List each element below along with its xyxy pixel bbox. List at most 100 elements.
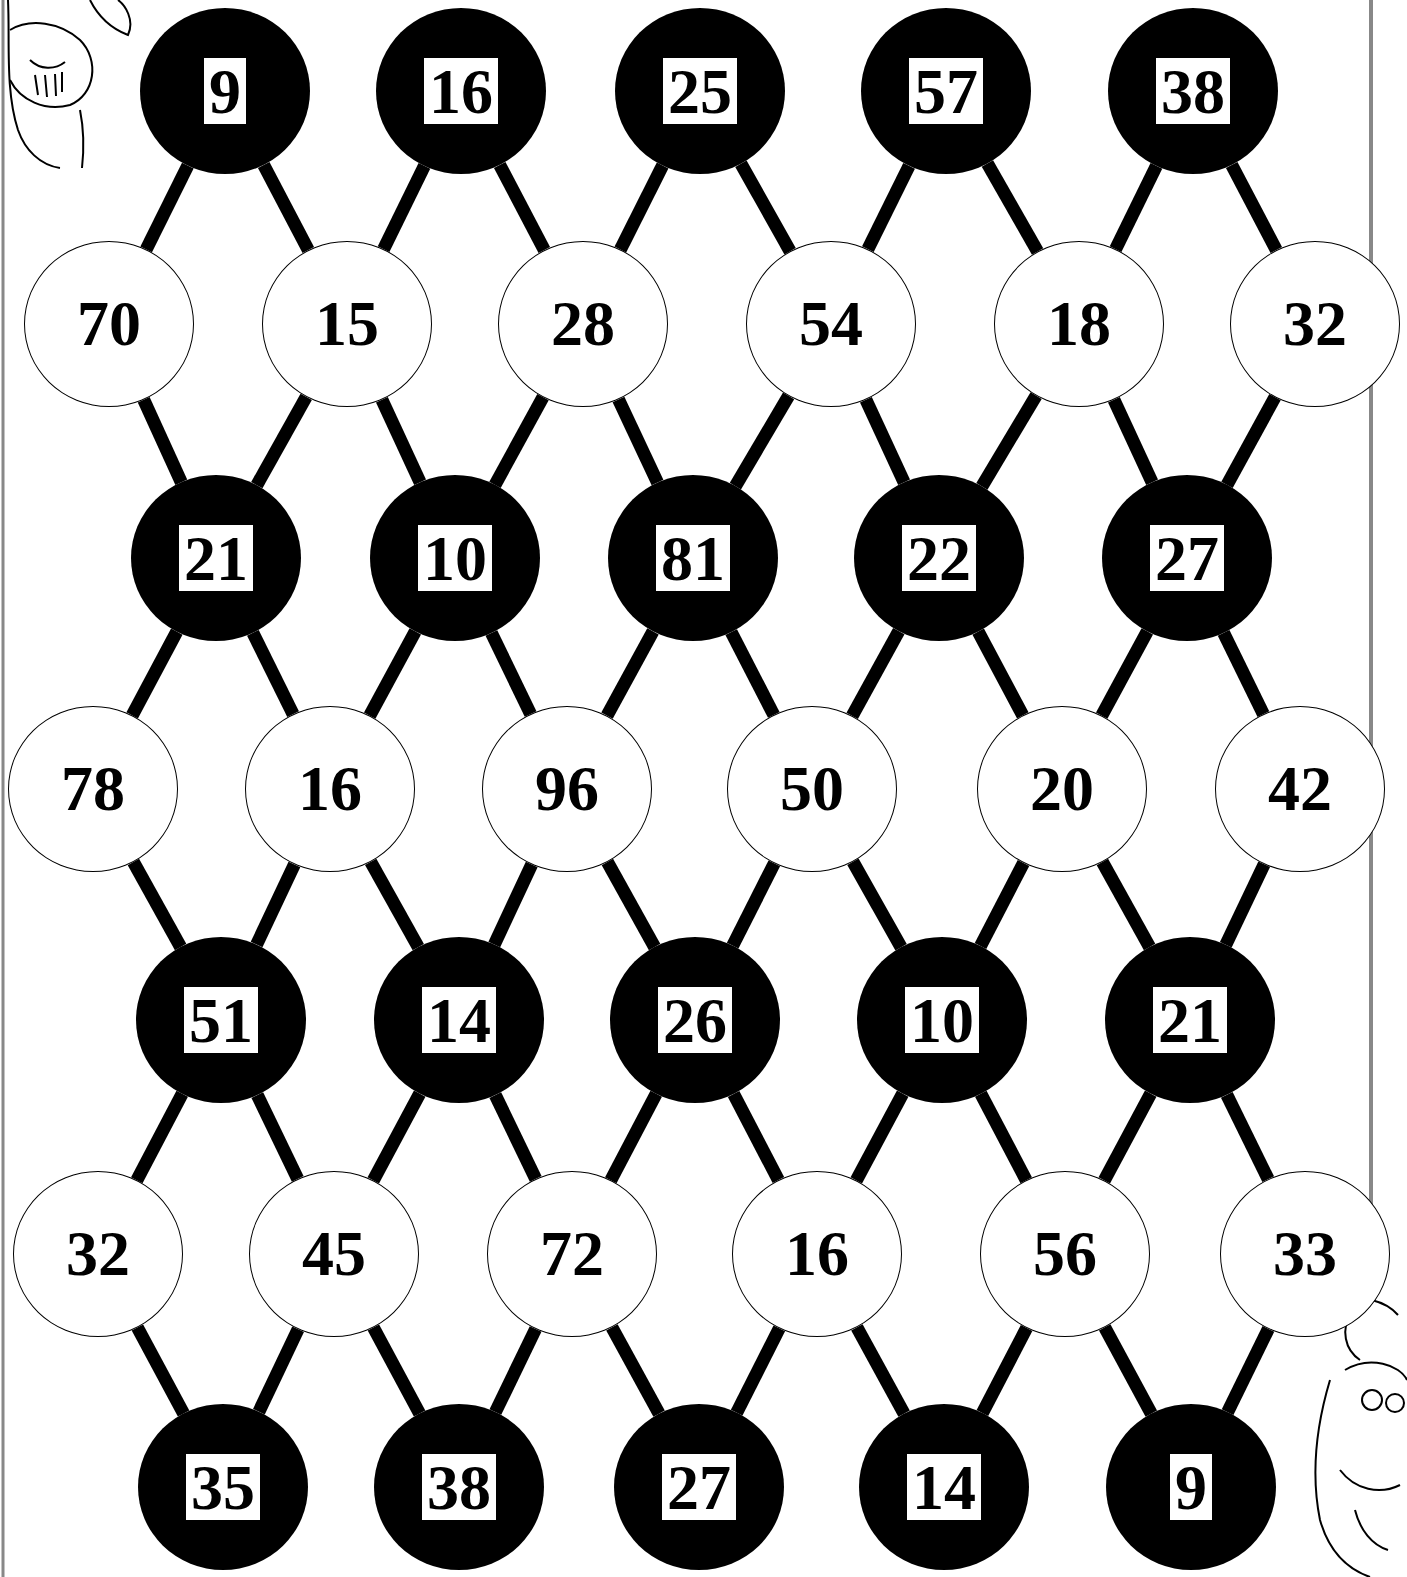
number-label: 9 (204, 58, 246, 124)
path-line (620, 166, 662, 250)
black-circle: 27 (614, 1404, 784, 1570)
number-label: 21 (1153, 987, 1227, 1053)
path-line (257, 1095, 297, 1179)
black-circle: 9 (1106, 1404, 1276, 1570)
number-label: 16 (298, 757, 362, 821)
black-circle: 14 (374, 937, 544, 1103)
white-circle: 50 (727, 706, 897, 872)
cow-illustration (8, 0, 130, 168)
path-line (1114, 400, 1152, 483)
path-line (132, 632, 177, 716)
white-circle: 33 (1220, 1171, 1390, 1337)
path-line (259, 1329, 298, 1411)
number-label: 28 (551, 292, 615, 356)
path-line (1227, 1095, 1268, 1179)
white-circle: 16 (245, 706, 415, 872)
path-line (868, 166, 909, 249)
black-circle: 10 (370, 475, 540, 641)
white-circle: 16 (732, 1171, 902, 1337)
path-line (607, 631, 653, 715)
number-label: 16 (785, 1222, 849, 1286)
black-circle: 21 (1105, 937, 1275, 1103)
path-line (257, 864, 295, 944)
number-label: 38 (1156, 58, 1230, 124)
number-label: 32 (1283, 292, 1347, 356)
number-label: 42 (1268, 757, 1332, 821)
path-line (733, 863, 775, 945)
path-line (987, 164, 1037, 252)
path-line (1102, 862, 1149, 947)
black-circle: 35 (138, 1404, 308, 1570)
path-line (1102, 631, 1148, 715)
number-label: 27 (1150, 525, 1224, 591)
path-line (133, 862, 180, 947)
number-label: 35 (186, 1454, 260, 1520)
path-line (137, 1328, 183, 1414)
number-label: 56 (1033, 1222, 1097, 1286)
number-label: 81 (656, 525, 730, 591)
black-circle: 81 (608, 475, 778, 641)
left-border (2, 0, 5, 1577)
white-circle: 45 (249, 1171, 419, 1337)
number-label: 33 (1273, 1222, 1337, 1286)
number-label: 27 (662, 1454, 736, 1520)
path-line (1232, 165, 1277, 250)
number-label: 51 (184, 987, 258, 1053)
black-circle: 14 (859, 1404, 1029, 1570)
path-line (741, 164, 790, 251)
path-line (981, 1094, 1026, 1180)
white-circle: 78 (8, 706, 178, 872)
white-circle: 18 (994, 241, 1164, 407)
path-line (856, 1094, 902, 1181)
number-label: 50 (780, 757, 844, 821)
number-label: 22 (902, 525, 976, 591)
white-circle: 70 (24, 241, 194, 407)
path-line (495, 1095, 535, 1179)
path-line (1105, 1327, 1152, 1413)
path-line (144, 400, 182, 482)
white-circle: 42 (1215, 706, 1385, 872)
path-line (612, 1327, 659, 1413)
black-circle: 25 (615, 8, 785, 174)
path-line (370, 631, 416, 715)
number-label: 57 (909, 58, 983, 124)
path-line (371, 862, 419, 947)
white-circle: 54 (746, 241, 916, 407)
path-line (253, 633, 293, 714)
number-label: 10 (905, 987, 979, 1053)
black-circle: 9 (140, 8, 310, 174)
white-circle: 72 (487, 1171, 657, 1337)
number-label: 15 (315, 292, 379, 356)
number-label: 72 (540, 1222, 604, 1286)
white-circle: 20 (977, 706, 1147, 872)
path-line (257, 397, 306, 485)
path-line (852, 631, 899, 716)
black-circle: 51 (136, 937, 306, 1103)
goat-illustration (1315, 1298, 1407, 1577)
path-line (1226, 864, 1264, 944)
number-label: 16 (424, 58, 498, 124)
path-line (737, 1328, 780, 1412)
number-label: 21 (179, 525, 253, 591)
path-line (495, 397, 543, 485)
path-line (619, 399, 658, 482)
white-circle: 32 (13, 1171, 183, 1337)
path-line (735, 396, 788, 486)
black-circle: 38 (374, 1404, 544, 1570)
path-line (264, 165, 309, 250)
number-label: 45 (302, 1222, 366, 1286)
black-circle: 27 (1102, 475, 1272, 641)
path-line (978, 632, 1023, 716)
number-label: 96 (535, 757, 599, 821)
path-line (373, 1328, 419, 1414)
path-line (857, 1327, 904, 1413)
number-label: 14 (422, 987, 496, 1053)
number-label: 32 (66, 1222, 130, 1286)
path-line (146, 166, 188, 250)
path-line (1104, 1094, 1150, 1181)
number-label: 38 (422, 1454, 496, 1520)
path-line (373, 1094, 419, 1181)
